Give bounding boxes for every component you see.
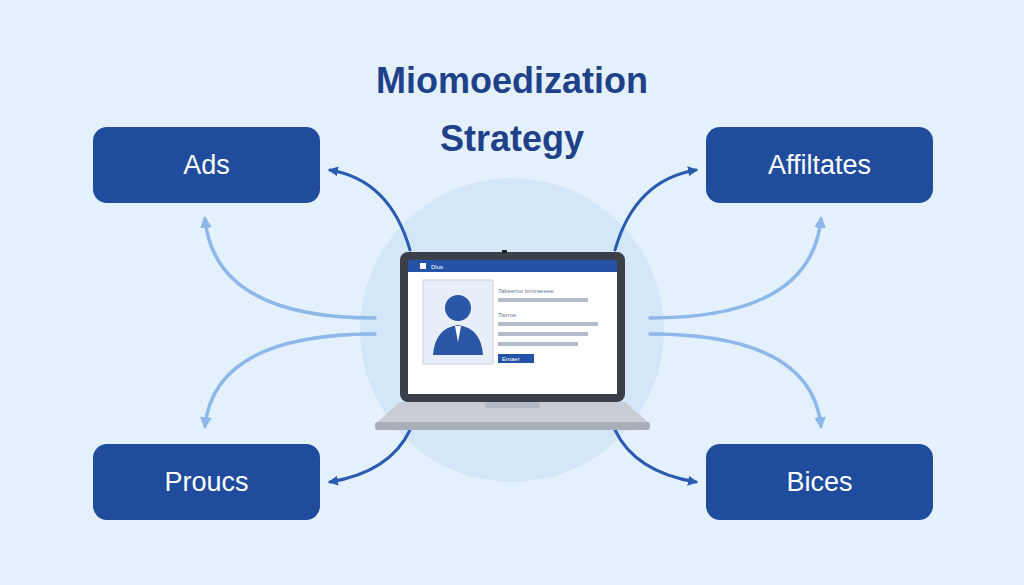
flow-arrow	[650, 219, 821, 318]
box-label: Proucs	[164, 467, 248, 498]
screen-text: Tabeertor bnnraeeee	[498, 288, 554, 295]
strategy-box: Bices	[706, 444, 933, 520]
laptop-drawing	[375, 250, 650, 430]
box-label: Affiltates	[768, 150, 871, 181]
flow-arrow	[650, 334, 821, 426]
flow-arrow	[615, 430, 696, 482]
strategy-box: Affiltates	[706, 127, 933, 203]
diagram-title: Miomoedization Strategy	[302, 52, 722, 168]
flow-arrow	[205, 219, 375, 318]
flow-arrow	[330, 170, 410, 250]
flow-arrow	[330, 430, 410, 482]
laptop-illustration: DlusTabeertor bnnraeeeeTwrmeEmaer	[375, 250, 650, 430]
box-label: Bices	[786, 467, 852, 498]
strategy-box: Ads	[93, 127, 320, 203]
box-label: Ads	[183, 150, 230, 181]
flow-arrow	[615, 170, 696, 250]
screen-text: Dlus	[431, 264, 443, 271]
screen-text: Emaer	[502, 356, 520, 363]
strategy-box: Proucs	[93, 444, 320, 520]
flow-arrow	[205, 334, 375, 426]
screen-text: Twrme	[498, 312, 516, 319]
